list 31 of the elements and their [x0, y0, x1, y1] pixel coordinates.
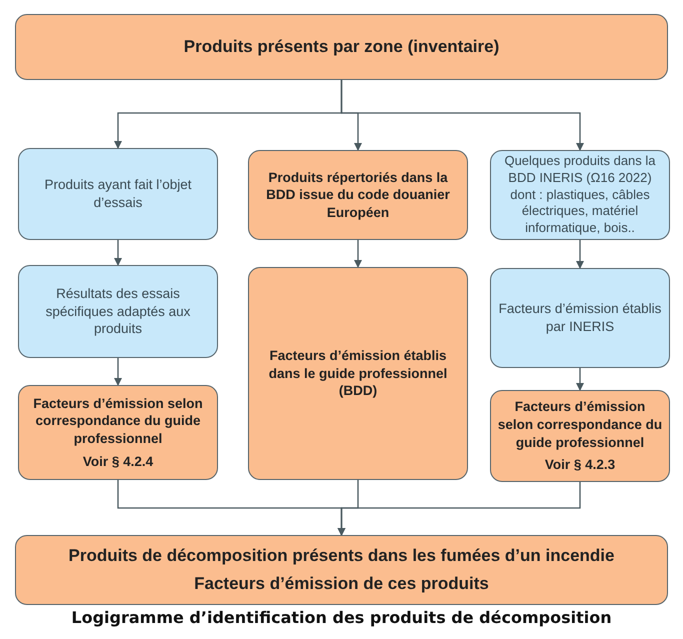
arrow: [114, 240, 122, 266]
box-text: Facteurs d’émission selon correspondance du guide professionnel: [497, 398, 663, 452]
box-text: Facteurs d’émission établis par INERIS: [498, 300, 662, 336]
box-text: Produits de décomposition présents dans les fumées d’un incendie: [68, 545, 614, 568]
process-box: [248, 150, 468, 240]
arrow: [340, 80, 584, 151]
box-text: Produits répertoriés dans la BDD issue du code douanier Européen: [265, 168, 451, 222]
process-box: [248, 267, 468, 480]
box-text: Facteurs d’émission selon correspondance du guide professionnel: [32, 394, 204, 448]
process-box: [18, 385, 218, 480]
process-box: [18, 265, 218, 358]
arrow: [114, 358, 122, 386]
arrow: [576, 240, 584, 269]
process-box: [18, 148, 218, 240]
box-text: Produits ayant fait l’objet d’essais: [43, 176, 193, 212]
arrow: [576, 368, 584, 391]
caption: Logigramme d’identification des produits de décomposition: [70, 608, 613, 627]
box-text: Quelques produits dans la BDD INERIS (Ω16 2022) dont : plastiques, câbles électriques, matériel informatique, bois..: [503, 152, 657, 238]
box-text: Facteurs d’émission établis dans le guide professionnel (BDD): [268, 347, 448, 400]
box-text: Voir § 4.2.4: [82, 452, 154, 470]
process-box: [15, 14, 668, 80]
box-text: Voir § 4.2.3: [544, 456, 616, 474]
process-box: [490, 268, 670, 368]
process-box: [490, 390, 670, 482]
box-text: Résultats des essais spécifiques adaptés aux produits: [44, 285, 192, 338]
box-text: Produits présents par zone (inventaire): [184, 36, 500, 58]
process-box: [15, 535, 668, 605]
process-box: [490, 150, 670, 240]
box-text: Facteurs d’émission de ces produits: [194, 572, 489, 594]
arrow: [338, 482, 581, 536]
arrow: [354, 240, 362, 268]
